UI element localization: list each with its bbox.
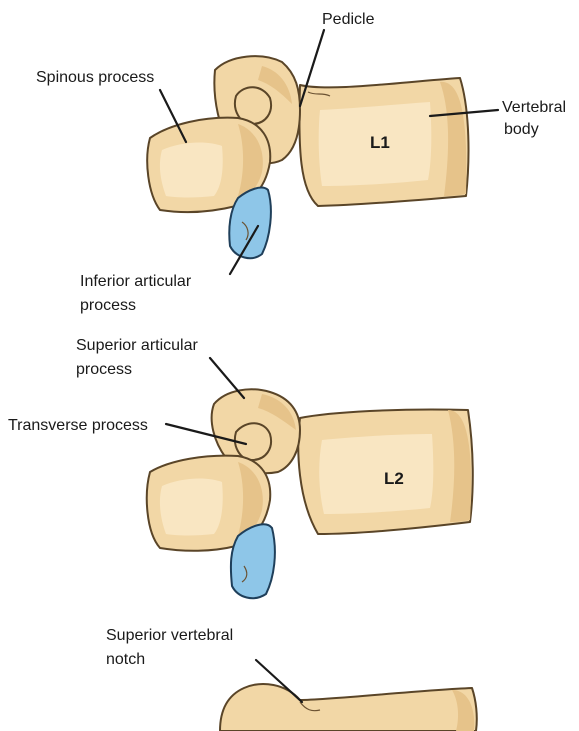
label-vertebral-body-line2: body xyxy=(504,121,539,138)
superior-articular-leader xyxy=(210,358,244,398)
label-spinous-process: Spinous process xyxy=(36,69,154,86)
label-pedicle: Pedicle xyxy=(322,11,375,28)
label-superior-notch-line1: Superior vertebral xyxy=(106,627,233,644)
label-inferior-articular-line2: process xyxy=(80,297,136,314)
vertebra-l3-partial xyxy=(220,684,477,731)
label-inferior-articular-line1: Inferior articular xyxy=(80,273,192,290)
label-vertebral-body-line1: Vertebral xyxy=(502,99,566,116)
label-transverse-process: Transverse process xyxy=(8,417,148,434)
label-l2: L2 xyxy=(384,469,404,488)
inferior-articular-facet-l2 xyxy=(231,524,275,598)
label-superior-notch-line2: notch xyxy=(106,651,145,668)
vertebra-l2 xyxy=(147,389,473,598)
label-superior-articular-line1: Superior articular xyxy=(76,337,199,354)
label-superior-articular-line2: process xyxy=(76,361,132,378)
label-l1: L1 xyxy=(370,133,390,152)
vertebra-l1 xyxy=(147,56,468,258)
